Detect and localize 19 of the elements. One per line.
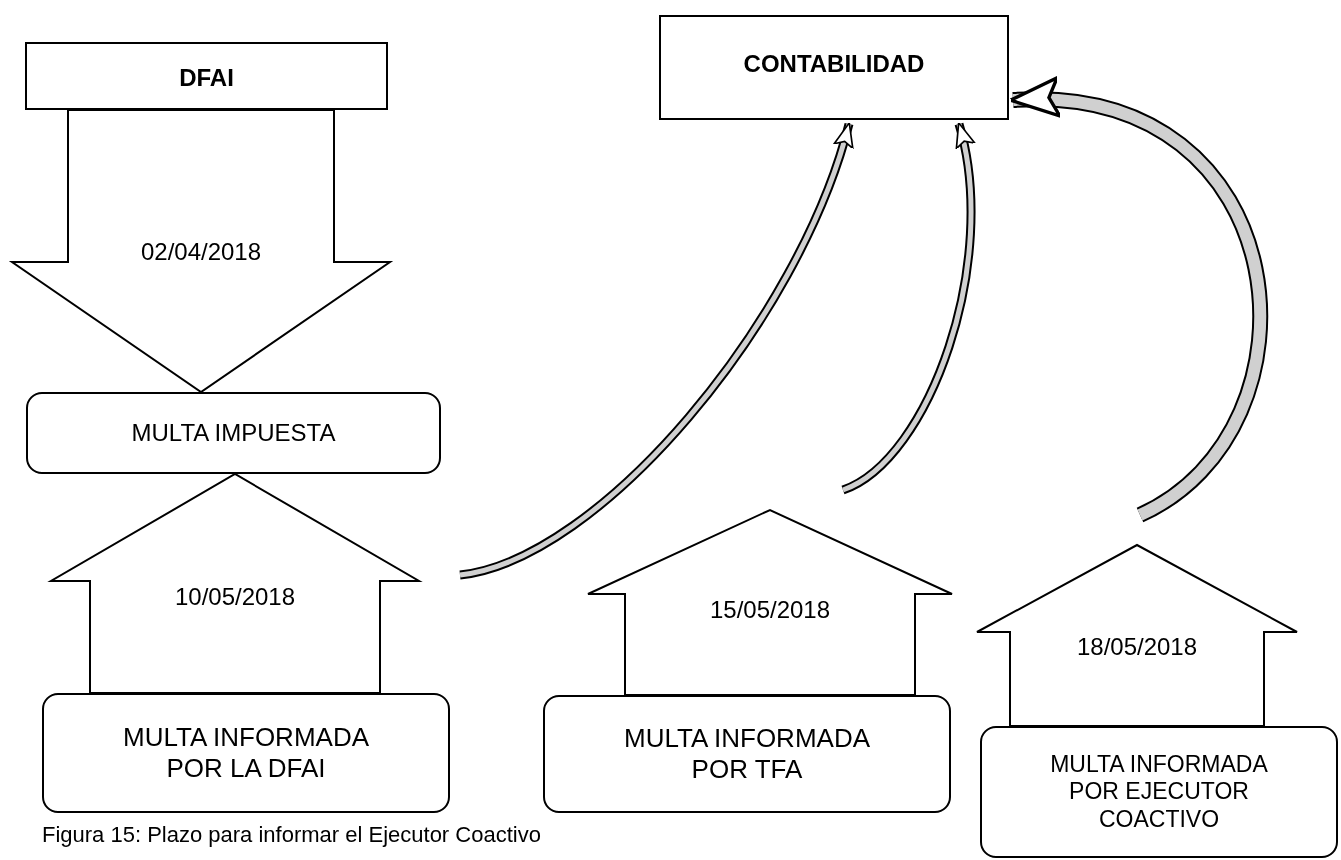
rounded-box: [543, 695, 951, 813]
box: [659, 15, 1009, 120]
box-label: MULTA IMPUESTA: [131, 418, 336, 448]
box-label: MULTA INFORMADA POR LA DFAI: [121, 721, 371, 785]
box-label: MULTA INFORMADA POR EJECUTOR COACTIVO: [1049, 750, 1269, 834]
rounded-box: [26, 392, 441, 474]
curved-arrow: [840, 122, 976, 494]
block-arrow: [47, 472, 423, 694]
box-label: DFAI: [179, 64, 234, 93]
box-label: MULTA INFORMADA POR TFA: [622, 722, 872, 786]
figure-caption: Figura 15: Plazo para informar el Ejecutor Coactivo: [42, 822, 541, 848]
rounded-box: [42, 693, 450, 813]
box-label: CONTABILIDAD: [743, 50, 925, 79]
box: [25, 42, 388, 110]
block-arrow: [976, 543, 1298, 727]
rounded-box: [980, 726, 1338, 858]
curved-arrow: [459, 122, 854, 580]
block-arrow: [8, 109, 394, 394]
block-arrow: [587, 508, 953, 696]
